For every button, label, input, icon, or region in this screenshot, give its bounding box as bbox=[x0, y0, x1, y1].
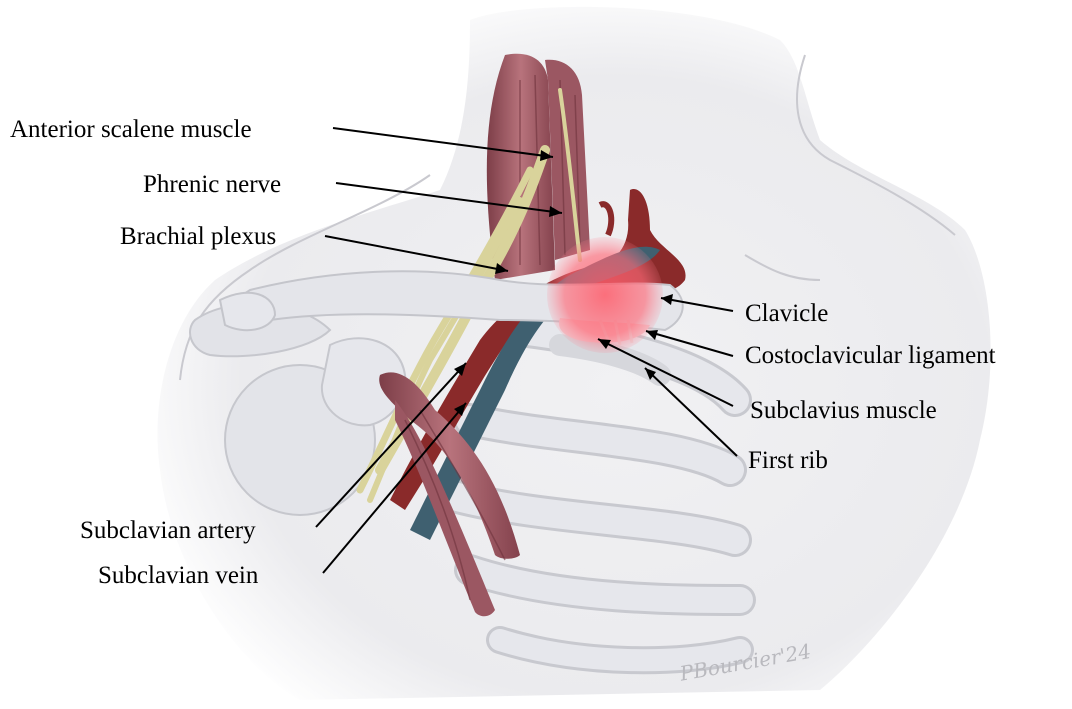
label-phrenic-nerve: Phrenic nerve bbox=[143, 172, 281, 197]
label-costoclavicular-ligament: Costoclavicular ligament bbox=[745, 343, 996, 368]
label-first-rib: First rib bbox=[748, 448, 828, 473]
label-subclavius-muscle: Subclavius muscle bbox=[750, 398, 937, 423]
label-subclavian-artery: Subclavian artery bbox=[80, 518, 256, 543]
label-anterior-scalene-muscle: Anterior scalene muscle bbox=[10, 117, 252, 142]
label-clavicle: Clavicle bbox=[745, 301, 828, 326]
label-brachial-plexus: Brachial plexus bbox=[120, 224, 276, 249]
label-subclavian-vein: Subclavian vein bbox=[98, 563, 258, 588]
compression-highlight bbox=[547, 237, 663, 353]
